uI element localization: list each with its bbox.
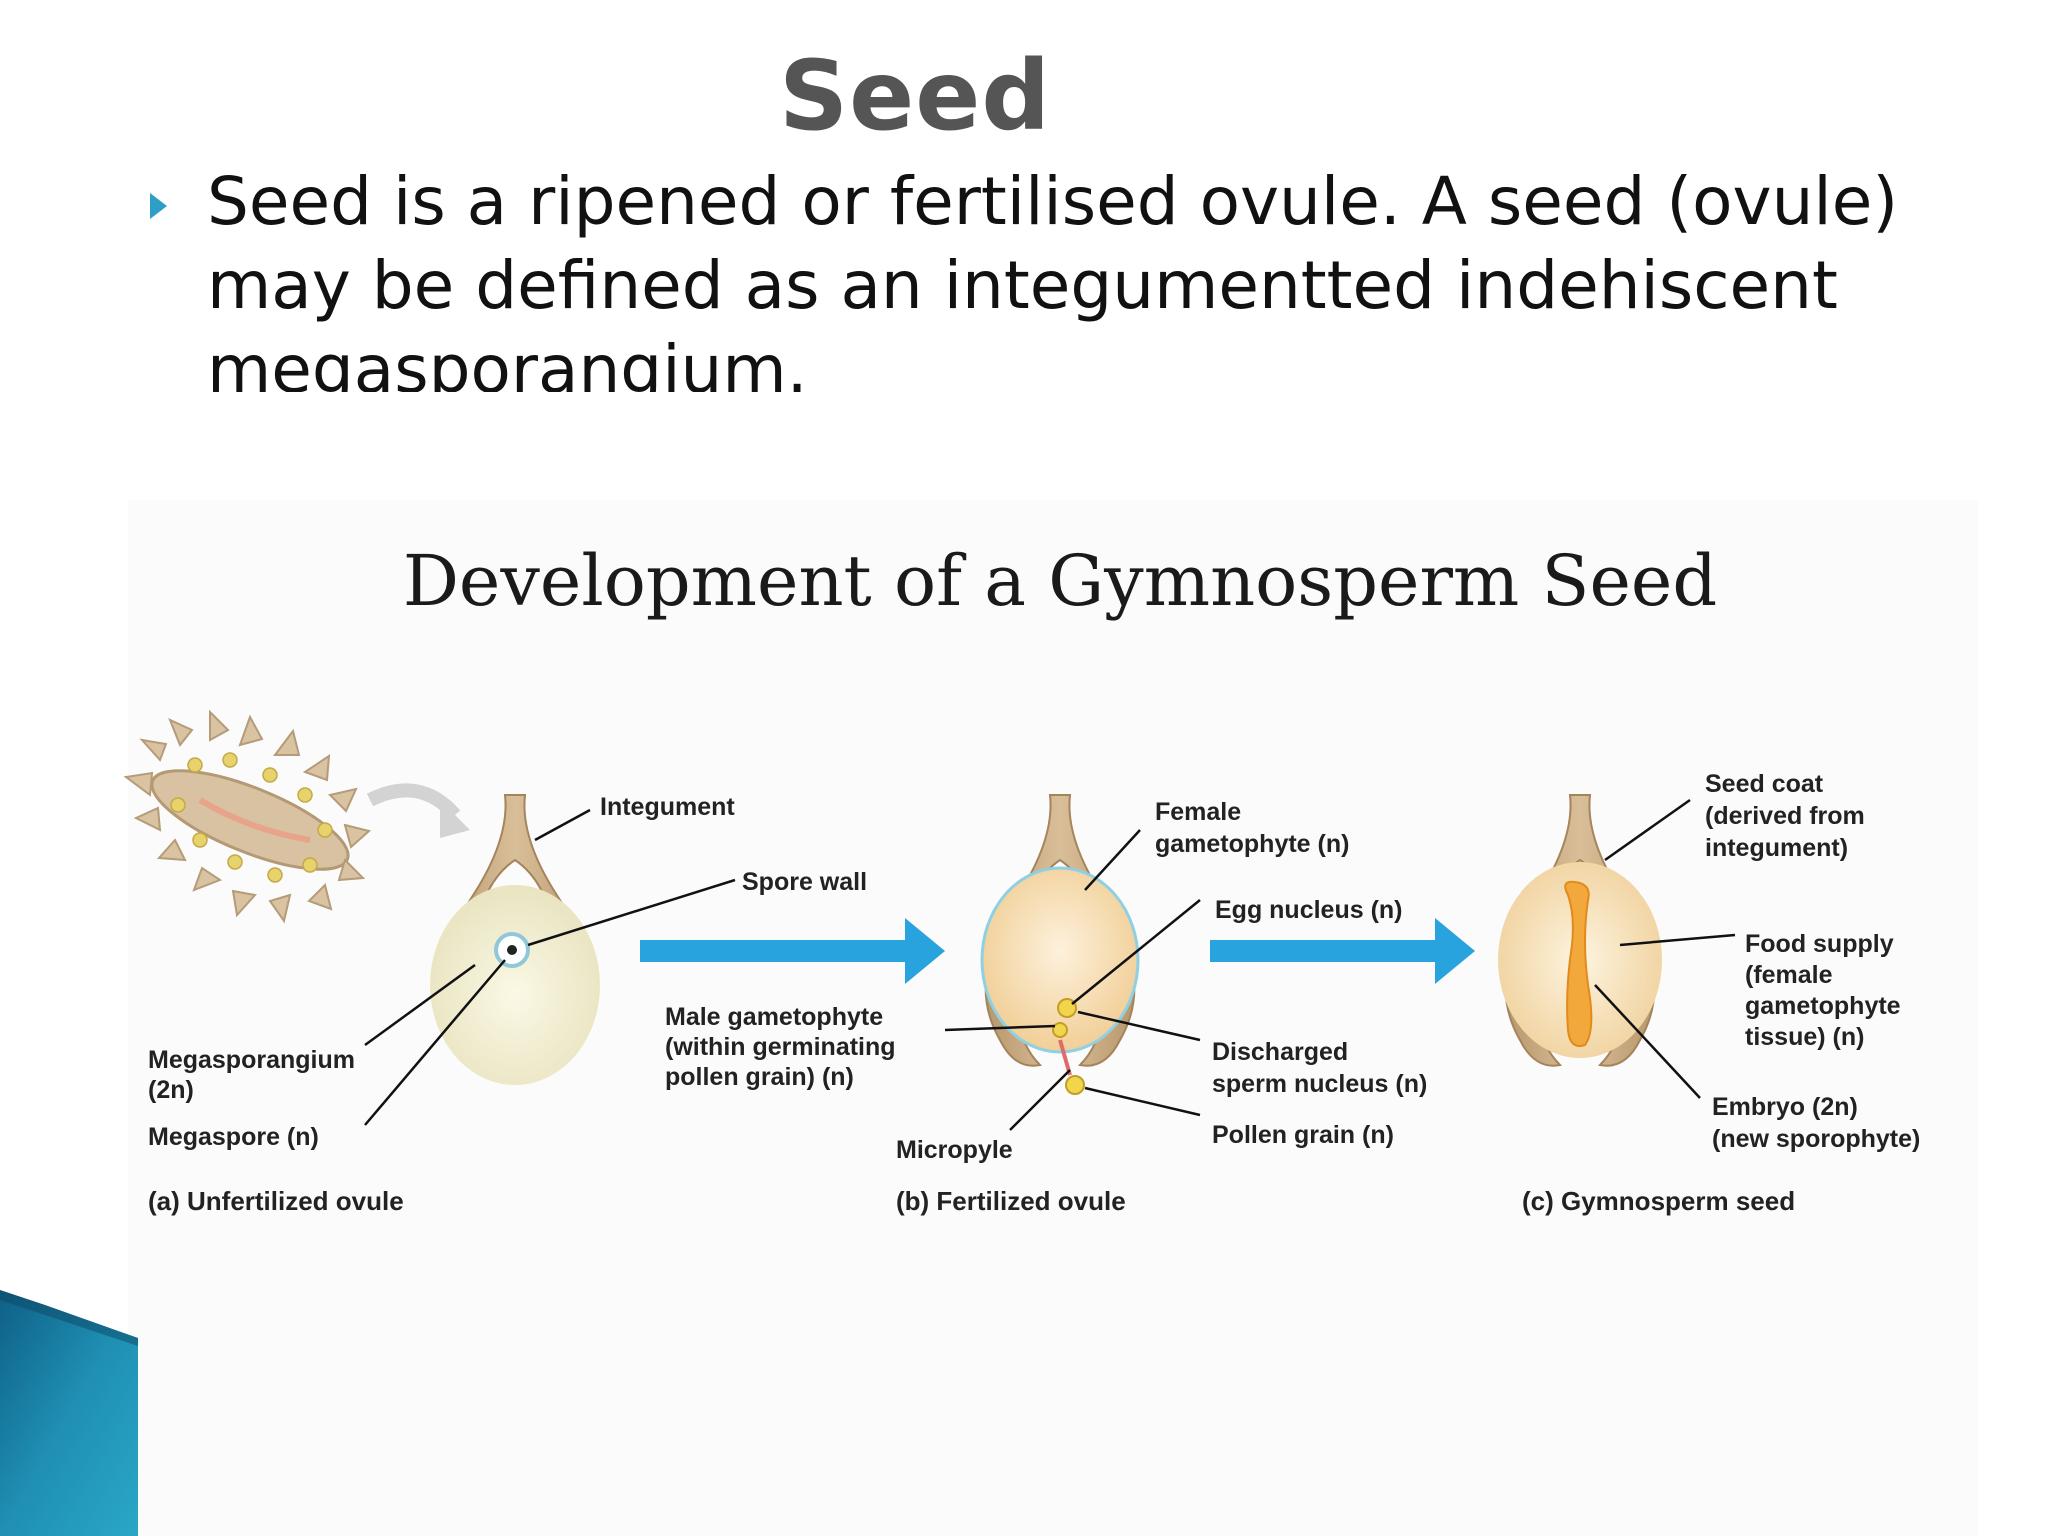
label-egg-nucleus: Egg nucleus (n) bbox=[1215, 896, 1403, 924]
label-seed-coat-1: Seed coat bbox=[1705, 770, 1824, 798]
label-integument: Integument bbox=[600, 793, 735, 821]
label-male-gametophyte-3: pollen grain) (n) bbox=[665, 1063, 854, 1091]
label-female-gametophyte-1: Female bbox=[1155, 798, 1241, 826]
label-pollen-grain: Pollen grain (n) bbox=[1212, 1121, 1394, 1149]
label-male-gametophyte-2: (within germinating bbox=[665, 1033, 896, 1061]
label-food-supply-2: (female bbox=[1745, 961, 1833, 989]
label-discharged-2: sperm nucleus (n) bbox=[1212, 1070, 1427, 1098]
bullet-text: Seed is a ripened or fertilised ovule. A… bbox=[207, 163, 1899, 392]
figure-title: Development of a Gymnosperm Seed bbox=[402, 540, 1718, 622]
label-embryo-2: (new sporophyte) bbox=[1712, 1125, 1920, 1153]
pine-cone-illustration bbox=[123, 709, 470, 924]
label-food-supply-1: Food supply bbox=[1745, 930, 1894, 958]
caption-a: (a) Unfertilized ovule bbox=[148, 1186, 404, 1216]
label-megasporangium: Megasporangium bbox=[148, 1046, 355, 1074]
label-embryo-1: Embryo (2n) bbox=[1712, 1093, 1858, 1121]
label-megasporangium-ploidy: (2n) bbox=[148, 1076, 194, 1104]
label-micropyle: Micropyle bbox=[896, 1136, 1013, 1164]
label-seed-coat-3: integument) bbox=[1705, 834, 1848, 862]
transition-arrow-b-c bbox=[1210, 918, 1475, 984]
caption-c: (c) Gymnosperm seed bbox=[1522, 1186, 1795, 1216]
label-food-supply-4: tissue) (n) bbox=[1745, 1023, 1864, 1051]
label-spore-wall: Spore wall bbox=[742, 868, 867, 896]
label-megaspore: Megaspore (n) bbox=[148, 1123, 319, 1151]
slide-title: Seed bbox=[778, 40, 1052, 152]
label-male-gametophyte-1: Male gametophyte bbox=[665, 1003, 883, 1031]
label-lines bbox=[364, 798, 1736, 1131]
label-food-supply-3: gametophyte bbox=[1745, 992, 1901, 1020]
label-seed-coat-2: (derived from bbox=[1705, 802, 1865, 830]
label-female-gametophyte-2: gametophyte (n) bbox=[1155, 830, 1349, 858]
transition-arrow-a-b bbox=[640, 918, 945, 984]
caption-b: (b) Fertilized ovule bbox=[896, 1186, 1126, 1216]
seed-c-illustration bbox=[1498, 794, 1662, 1067]
label-discharged-1: Discharged bbox=[1212, 1038, 1348, 1066]
ovule-b-illustration bbox=[980, 794, 1140, 1095]
bullet-marker bbox=[150, 193, 167, 219]
